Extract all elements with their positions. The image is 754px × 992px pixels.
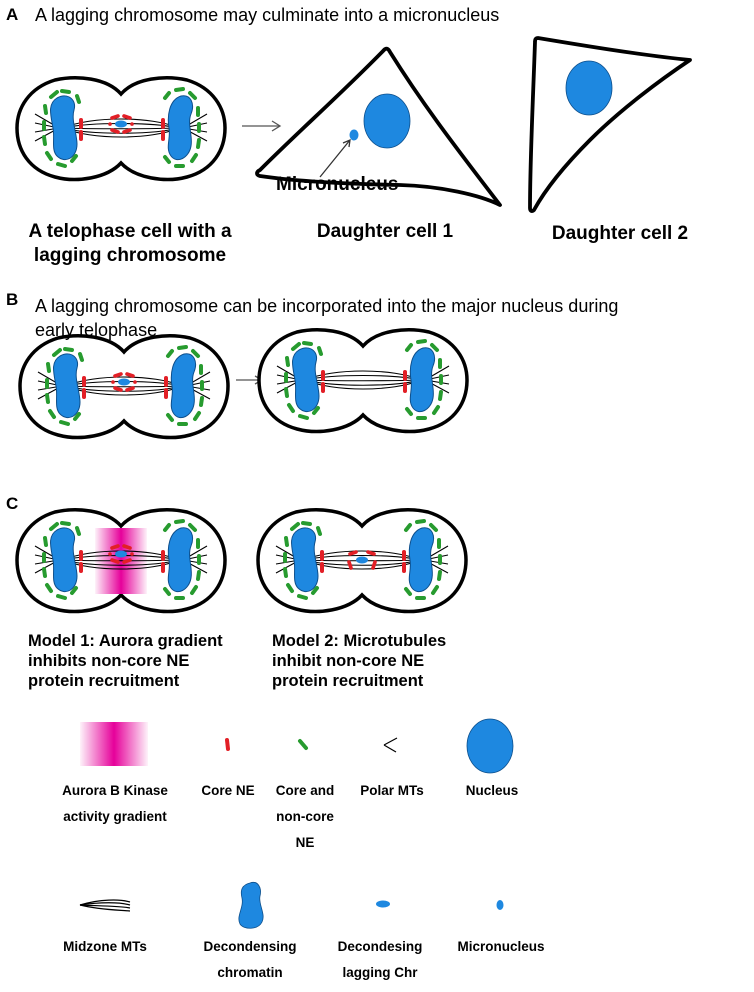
legend-midzone-mts-mark (79, 899, 131, 912)
micronucleus-label: Micronucleus (276, 174, 399, 195)
daughter-2-nucleus (565, 60, 613, 116)
legend-decondensing-line-1: Decondensing (203, 939, 297, 954)
legend-aurora-label: Aurora B Kinase activity gradient (50, 778, 180, 830)
panel-a-telophase-cell (15, 76, 227, 182)
telophase-caption-line-1: A telophase cell with a (28, 221, 232, 242)
model-1-line-2: inhibits non-core NE (28, 652, 190, 670)
legend-noncore-ne-label: Core and non-core NE (265, 778, 345, 856)
model-1-cell (15, 508, 227, 614)
legend-lagging-chr-label: Decondesing lagging Chr (330, 934, 430, 986)
model-1-line-3: protein recruitment (28, 672, 180, 690)
model-2-line-2: inhibit non-core NE (272, 652, 425, 670)
panel-a-arrow (242, 120, 282, 132)
legend-core-ne-label: Core NE (201, 783, 255, 798)
legend-aurora-line-1: Aurora B Kinase (62, 783, 168, 798)
daughter-cell-1-caption: Daughter cell 1 (316, 221, 454, 242)
daughter-cell-1 (255, 46, 502, 207)
model-1-line-1: Model 1: Aurora gradient (28, 632, 223, 650)
telophase-caption-line-2: lagging chromosome (33, 245, 227, 266)
panel-b-title-line-2: early telophase (35, 320, 158, 340)
micronucleus-pointer-arrow (319, 138, 351, 178)
panel-b-title: A lagging chromosome can be incorporated… (35, 294, 618, 342)
legend-lagging-line-2: lagging Chr (342, 965, 418, 980)
legend-noncore-ne-mark (298, 739, 308, 750)
model-2-line-3: protein recruitment (272, 672, 424, 690)
daughter-cell-2 (528, 36, 692, 213)
legend-noncore-line-1: Core and (275, 783, 335, 798)
model-2-line-1: Model 2: Microtubules (272, 632, 447, 650)
daughter-1-micronucleus (349, 129, 359, 141)
telophase-cell-caption: A telophase cell with a lagging chromoso… (10, 220, 250, 268)
panel-b-cell-incorporated (257, 328, 469, 434)
legend-micronucleus-mark (496, 900, 504, 910)
legend-lagging-chr-mark (376, 900, 390, 908)
panel-a-letter: A (6, 5, 19, 24)
legend-micronucleus-label: Micronucleus (457, 939, 545, 954)
panel-c-letter: C (6, 494, 19, 513)
legend-noncore-line-2: non-core (276, 809, 334, 824)
legend-lagging-line-1: Decondesing (337, 939, 423, 954)
legend-nucleus-label: Nucleus (465, 783, 519, 798)
daughter-1-nucleus (363, 93, 411, 149)
panel-b-letter: B (6, 290, 19, 309)
legend-core-ne-mark (225, 738, 230, 751)
model-1-caption: Model 1: Aurora gradient inhibits non-co… (28, 631, 223, 691)
panel-a-title: A lagging chromosome may culminate into … (35, 5, 500, 25)
legend-polar-mts-mark (383, 737, 398, 753)
legend-nucleus-mark (466, 718, 514, 774)
legend-decondensing-label: Decondensing chromatin (200, 934, 300, 986)
legend-polar-mts-label: Polar MTs (360, 783, 424, 798)
legend-decondensing-line-2: chromatin (217, 965, 283, 980)
legend-aurora-gradient-swatch (80, 722, 148, 766)
daughter-cell-2-caption: Daughter cell 2 (551, 223, 689, 244)
legend-decondensing-chromatin-mark (238, 881, 264, 929)
panel-b-title-line-1: A lagging chromosome can be incorporated… (35, 296, 619, 316)
panel-b-cell-lagging (18, 334, 230, 440)
legend-noncore-line-3: NE (295, 835, 315, 850)
legend-midzone-mts-label: Midzone MTs (63, 939, 147, 954)
legend-aurora-line-2: activity gradient (63, 809, 167, 824)
model-2-caption: Model 2: Microtubules inhibit non-core N… (272, 631, 446, 691)
model-2-cell (256, 508, 468, 614)
